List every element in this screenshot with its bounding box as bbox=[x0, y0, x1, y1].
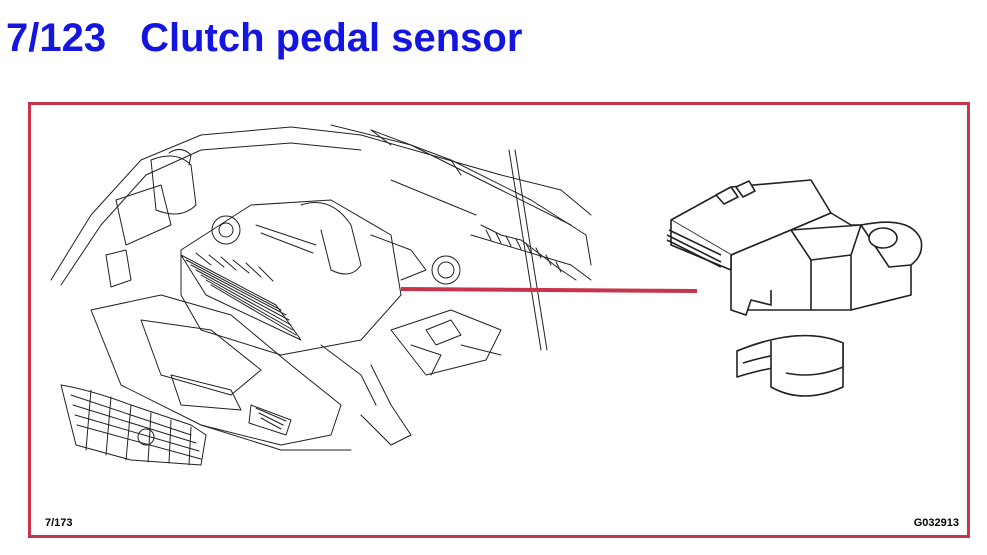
front-grille bbox=[60, 384, 207, 466]
engine-cover bbox=[180, 199, 402, 356]
radiator-support bbox=[90, 294, 342, 446]
fuse-box bbox=[390, 309, 502, 376]
engine-illustration bbox=[50, 124, 923, 466]
wiper-cowl bbox=[470, 234, 592, 281]
coolant-reservoir bbox=[150, 155, 197, 215]
clutch-sensor-illustration bbox=[666, 179, 923, 397]
hood-strut bbox=[508, 149, 548, 351]
figure-frame: 7/173 G032913 bbox=[28, 102, 970, 538]
section-number: 7/123 bbox=[6, 16, 107, 60]
intake-manifold bbox=[180, 252, 302, 341]
hood-outline bbox=[50, 126, 592, 281]
page-heading: 7/123 Clutch pedal sensor bbox=[6, 12, 522, 64]
callout-line bbox=[400, 287, 698, 293]
page-reference: 7/173 bbox=[45, 517, 73, 529]
section-title: Clutch pedal sensor bbox=[140, 16, 523, 60]
figure-code: G032913 bbox=[913, 517, 959, 529]
